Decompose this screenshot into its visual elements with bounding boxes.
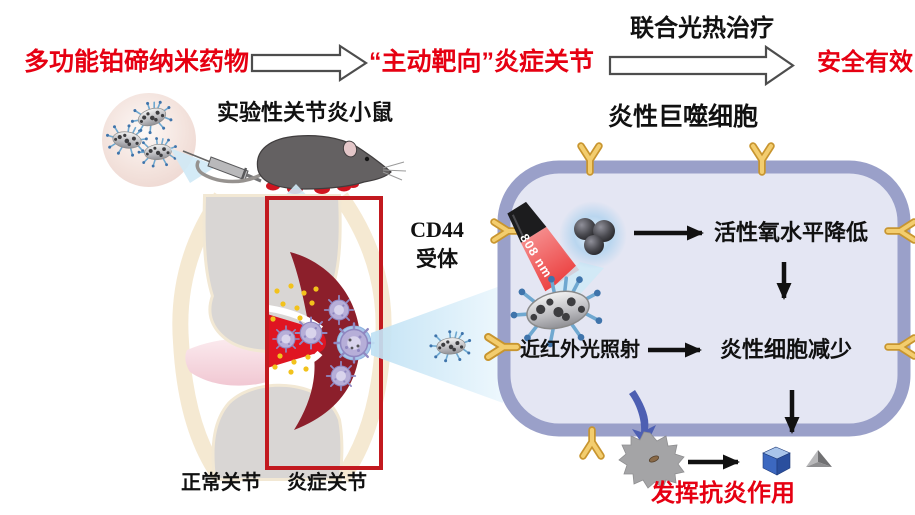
- highlighted-macrophage: [333, 322, 375, 364]
- cell-title: 炎性巨噬细胞: [608, 103, 759, 131]
- flow-arrow-2: [608, 44, 795, 87]
- cd44-label: CD44: [410, 217, 464, 242]
- joint-illustration: [172, 192, 392, 483]
- degraded-cell-icon: [618, 431, 685, 489]
- flow-step1: 多功能铂碲纳米药物: [24, 48, 250, 76]
- tetrahedron-icon: [806, 450, 832, 467]
- flow-arrow-1: [250, 43, 369, 83]
- inflammation-dots: [270, 283, 319, 375]
- magnify-cone-cell: [371, 285, 503, 403]
- mouse-eye: [364, 156, 370, 162]
- crystal-icon: [762, 446, 791, 476]
- nanocluster-glow: [559, 201, 627, 269]
- reduce-text: 炎性细胞减少: [720, 337, 853, 362]
- laser-icon: [507, 201, 580, 292]
- mouse-ear: [342, 140, 358, 158]
- nir-text: 近红外光照射: [520, 339, 640, 361]
- macrophage-icon: [325, 360, 357, 392]
- macrophage-icon: [323, 294, 355, 326]
- receptor-label: 受体: [416, 248, 458, 271]
- inflamed-joint-label: 炎症关节: [287, 472, 367, 494]
- normal-joint-label: 正常关节: [181, 472, 261, 494]
- macrophage-icon: [272, 325, 300, 353]
- nanodrug-circle: [102, 93, 196, 187]
- macrophage-icon: [294, 316, 328, 350]
- ros-text: 活性氧水平降低: [714, 220, 869, 245]
- outcome-text: 发挥抗炎作用: [651, 480, 795, 507]
- mouse-label: 实验性关节炎小鼠: [217, 100, 394, 125]
- magnify-cone-syringe: [170, 148, 217, 183]
- flow-arrow2-label: 联合光热治疗: [630, 15, 774, 42]
- flow-step2: “主动靶向”炎症关节: [369, 48, 595, 76]
- flow-step3: 安全有效: [817, 49, 913, 76]
